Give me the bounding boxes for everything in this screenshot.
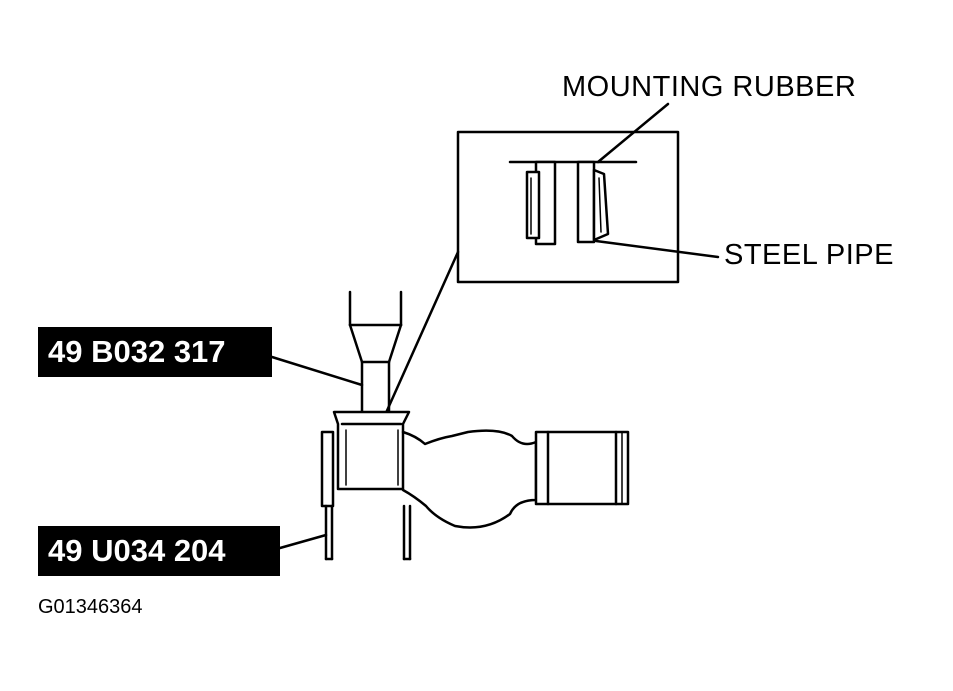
steel-pipe-leader — [594, 239, 720, 259]
upper-tool-number-badge: 49 B032 317 — [38, 327, 272, 377]
lower-tool-number-badge: 49 U034 204 — [38, 526, 280, 576]
inset-pointer-line — [379, 250, 460, 426]
upper-press-tool — [348, 290, 403, 414]
steel-pipe-label: STEEL PIPE — [724, 239, 894, 271]
lower-support-tool — [320, 430, 412, 561]
lower-tool-leader — [278, 533, 328, 550]
detail-inset — [456, 130, 680, 284]
upper-tool-leader — [270, 355, 364, 387]
mounting-rubber-label: MOUNTING RUBBER — [562, 71, 857, 103]
bushing-collar — [332, 410, 411, 491]
knuckle-arm — [401, 429, 630, 529]
figure-code: G01346364 — [38, 596, 143, 618]
mounting-rubber-leader — [596, 102, 670, 164]
